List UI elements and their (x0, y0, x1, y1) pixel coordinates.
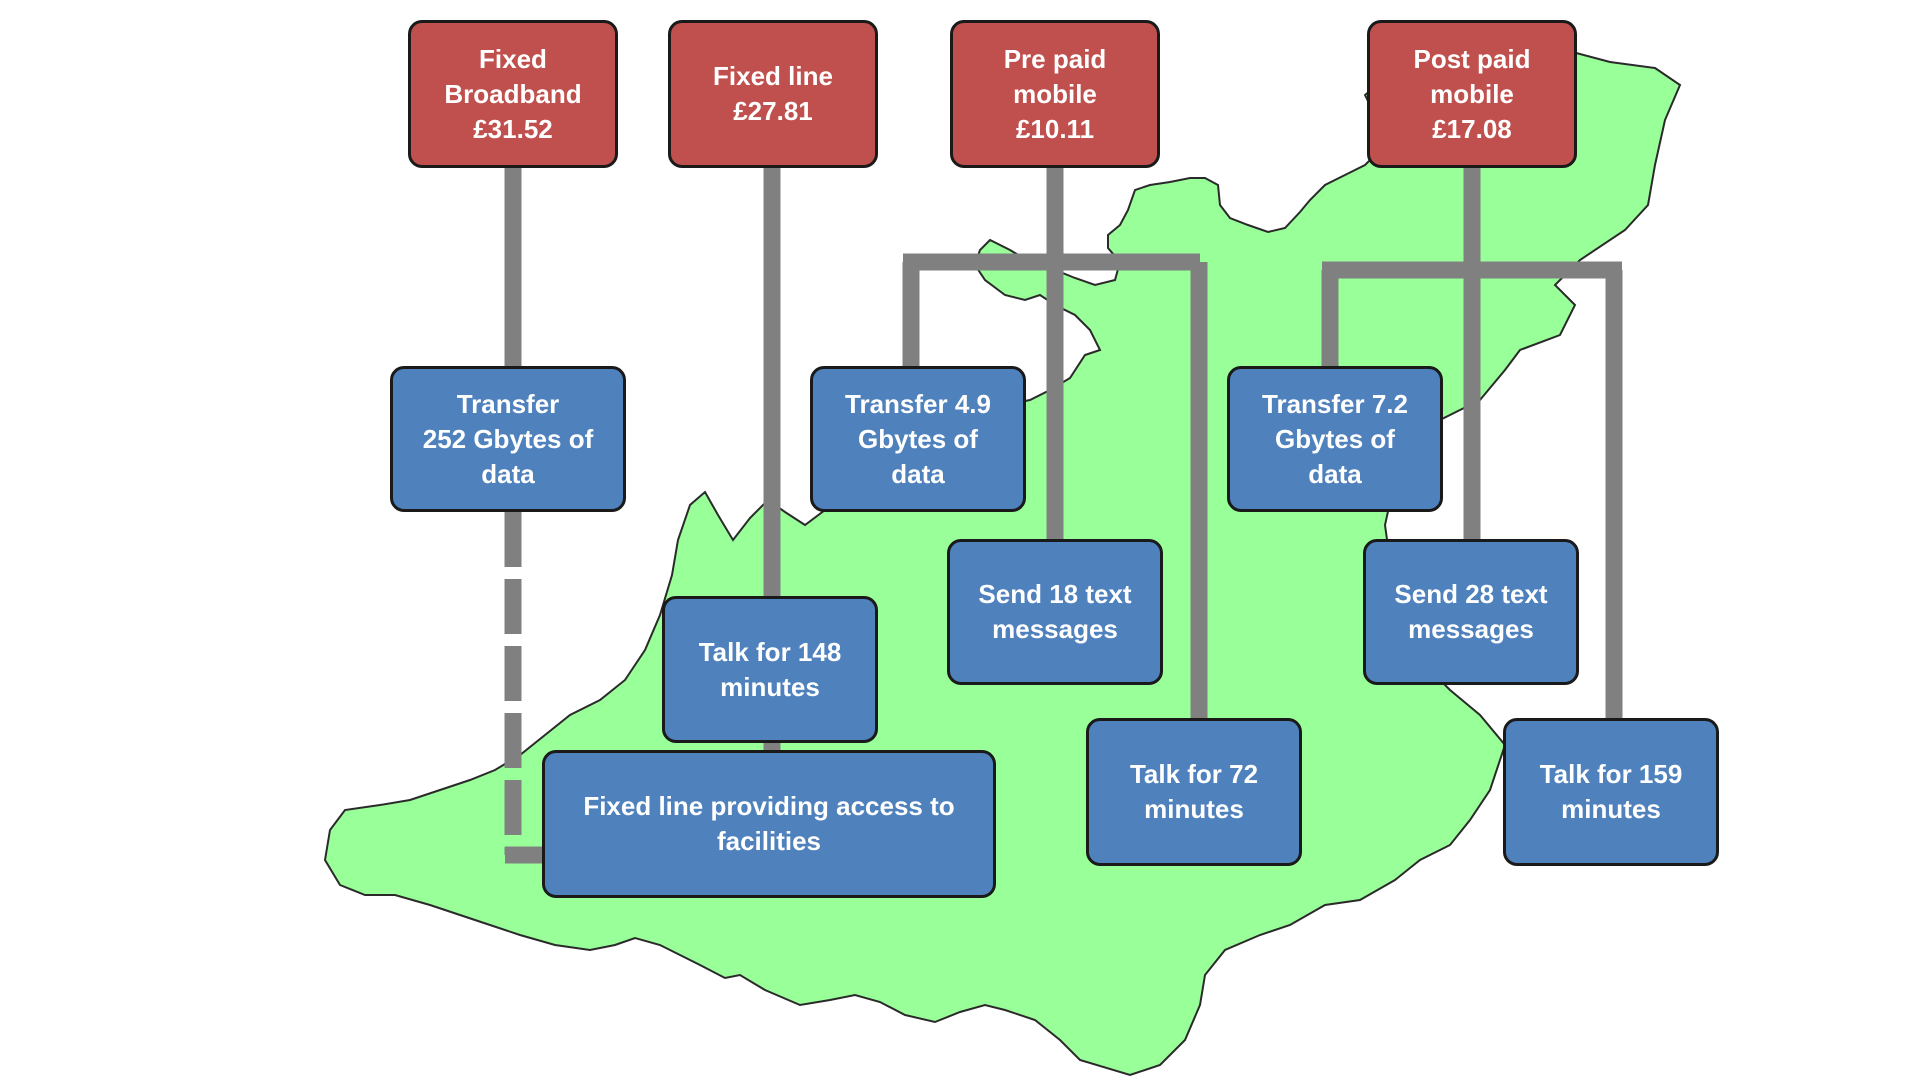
postpaid-mobile-cost-label: Post paid mobile £17.08 (1413, 43, 1531, 144)
prepaid-talk-label: Talk for 72 minutes (1129, 759, 1259, 824)
prepaid-data-label: Transfer 4.9 Gbytes of data (845, 388, 991, 489)
postpaid-data-label: Transfer 7.2 Gbytes of data (1262, 388, 1408, 489)
broadband-data-label: Transfer 252 Gbytes of data (422, 388, 594, 489)
fixed-access-label: Fixed line providing access to facilitie… (583, 791, 955, 856)
postpaid-talk-box: Talk for 159 minutes (1503, 718, 1719, 866)
fixed-broadband-cost-box: Fixed Broadband £31.52 (408, 20, 618, 168)
broadband-data-box: Transfer 252 Gbytes of data (390, 366, 626, 512)
postpaid-text-box: Send 28 text messages (1363, 539, 1579, 685)
prepaid-mobile-cost-box: Pre paid mobile £10.11 (950, 20, 1160, 168)
prepaid-data-box: Transfer 4.9 Gbytes of data (810, 366, 1026, 512)
fixed-line-cost-label: Fixed line £27.81 (713, 61, 833, 126)
connector-lines (504, 168, 1623, 864)
prepaid-text-label: Send 18 text messages (978, 579, 1132, 644)
postpaid-data-box: Transfer 7.2 Gbytes of data (1227, 366, 1443, 512)
postpaid-text-label: Send 28 text messages (1394, 579, 1548, 644)
postpaid-mobile-cost-box: Post paid mobile £17.08 (1367, 20, 1577, 168)
prepaid-talk-box: Talk for 72 minutes (1086, 718, 1302, 866)
fixed-broadband-cost-label: Fixed Broadband £31.52 (444, 43, 582, 144)
fixed-line-cost-box: Fixed line £27.81 (668, 20, 878, 168)
prepaid-mobile-cost-label: Pre paid mobile £10.11 (1003, 43, 1107, 144)
fixed-access-box: Fixed line providing access to facilitie… (542, 750, 996, 898)
fixed-talk-box: Talk for 148 minutes (662, 596, 878, 743)
fixed-talk-label: Talk for 148 minutes (698, 636, 842, 702)
prepaid-text-box: Send 18 text messages (947, 539, 1163, 685)
postpaid-talk-label: Talk for 159 minutes (1539, 759, 1683, 824)
